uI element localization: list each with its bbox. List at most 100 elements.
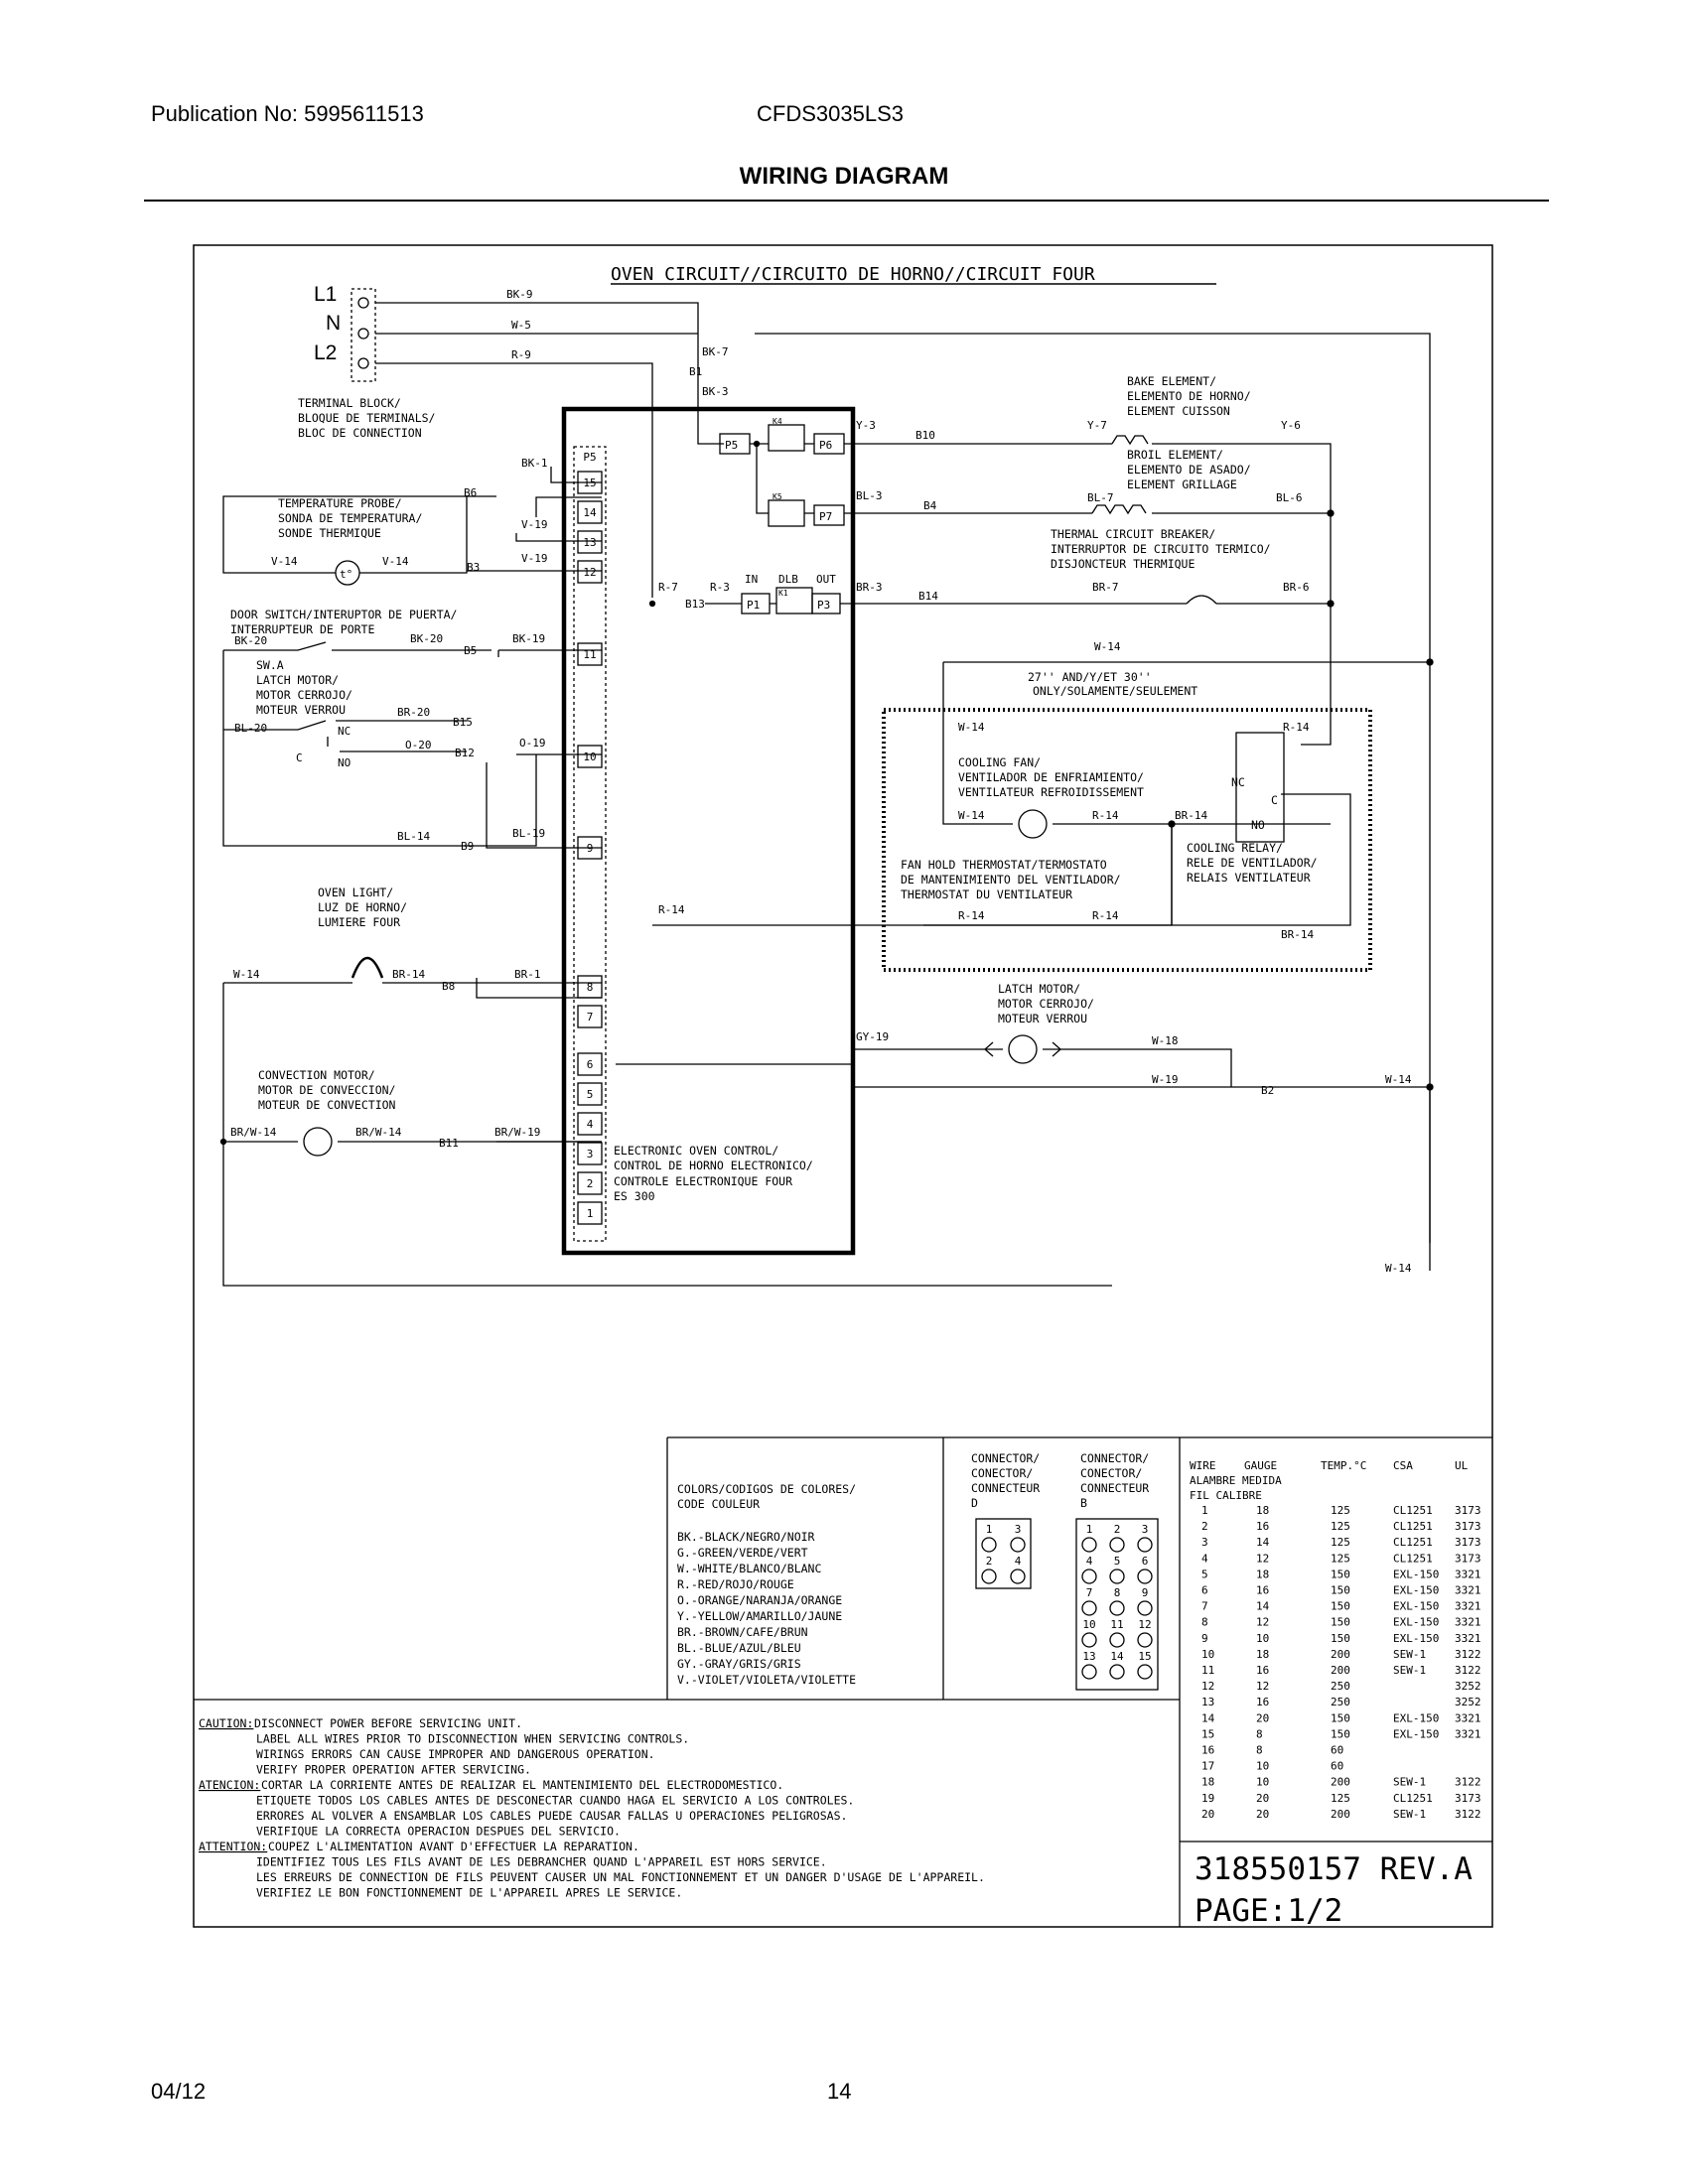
table-cell: 12 [1256, 1552, 1269, 1565]
pin-label: 10 [583, 751, 596, 763]
fan-thermo-label: DE MANTENIMIENTO DEL VENTILADOR/ [901, 873, 1121, 887]
heating-wires [840, 443, 1332, 605]
eoc-label: ES 300 [614, 1189, 655, 1203]
switch-terminal: NO [338, 756, 351, 769]
fan-label: VENTILATEUR REFROIDISSEMENT [958, 785, 1144, 799]
latch-motor-connector [984, 1041, 1061, 1057]
broil-label: ELEMENTO DE ASADO/ [1127, 463, 1251, 477]
table-cell: SEW-1 [1393, 1648, 1426, 1661]
page-title: WIRING DIAGRAM [739, 163, 949, 190]
pin-label: 13 [583, 536, 596, 549]
wire-label: BK-7 [702, 345, 729, 358]
relay-label: P6 [819, 439, 832, 452]
colors-heading: CODE COULEUR [677, 1497, 760, 1511]
latch-motor-label: MOTEUR VERROU [998, 1012, 1087, 1025]
wire-label: B15 [453, 716, 473, 729]
wire-label: BL-19 [512, 827, 545, 840]
table-cell: 6 [1201, 1584, 1208, 1597]
pin-label: 1 [587, 1207, 594, 1220]
connector-d-label: D [971, 1496, 978, 1510]
color-item: G.-GREEN/VERDE/VERT [677, 1546, 808, 1560]
connector-d-label: CONNECTEUR [971, 1481, 1040, 1495]
wire-label: BL-3 [856, 489, 883, 502]
junction-dot [1426, 1083, 1434, 1091]
pin-label: 2 [587, 1177, 594, 1190]
caution-keyword: ATTENTION: [199, 1840, 267, 1853]
wire-label: R-3 [710, 581, 730, 594]
table-cell: 10 [1201, 1648, 1214, 1661]
terminal-screw [357, 297, 369, 309]
temp-probe-label: TEMPERATURE PROBE/ [278, 496, 402, 510]
connector-d-label: CONECTOR/ [971, 1466, 1033, 1480]
eoc-connector [573, 446, 607, 1242]
relay-label: DLB [778, 573, 798, 586]
connector-holes [981, 1537, 1153, 1680]
connector-number: 2 [986, 1555, 993, 1568]
fan-thermo-label: THERMOSTAT DU VENTILATEUR [901, 887, 1072, 901]
table-subheader: ALAMBRE MEDIDA [1190, 1474, 1282, 1487]
terminal-block-label: TERMINAL BLOCK/ [298, 396, 401, 410]
table-cell: 20 [1256, 1808, 1269, 1821]
only-note: 27'' AND/Y/ET 30'' [1028, 670, 1152, 684]
table-cell: 18 [1256, 1504, 1269, 1517]
eoc-left-wires [467, 467, 602, 1143]
table-cell: 3173 [1455, 1536, 1481, 1549]
caution-line: ERRORES AL VOLVER A ENSAMBLAR LOS CABLES… [256, 1809, 847, 1823]
connector-number: 4 [1086, 1555, 1093, 1568]
latch-motor-label: LATCH MOTOR/ [998, 982, 1080, 996]
table-cell: 10 [1256, 1760, 1269, 1773]
connector-number: 4 [1015, 1555, 1022, 1568]
connector-number: 1 [986, 1523, 993, 1536]
wire-label: O-20 [405, 739, 432, 751]
junction-dot [753, 440, 761, 448]
publication-number: Publication No: 5995611513 [151, 101, 424, 126]
relay-label: OUT [816, 573, 836, 586]
bk3-wire [697, 413, 724, 445]
table-cell: CL1251 [1393, 1792, 1433, 1805]
connector-b-label: B [1080, 1496, 1087, 1510]
color-item: BK.-BLACK/NEGRO/NOIR [677, 1530, 815, 1544]
table-cell: EXL-150 [1393, 1568, 1439, 1580]
wire-label: B12 [455, 747, 475, 759]
wire-label: R-14 [958, 909, 985, 922]
table-cell: 7 [1201, 1600, 1208, 1613]
table-cell: 125 [1331, 1552, 1350, 1565]
wire-label: BL-20 [234, 722, 267, 735]
wire-label: W-14 [958, 721, 985, 734]
table-cell: 18 [1256, 1568, 1269, 1580]
fan-wires [942, 662, 1172, 825]
wire-label: GY-19 [856, 1030, 889, 1043]
table-cell: 16 [1256, 1584, 1269, 1597]
caution-keyword: CAUTION: [199, 1716, 253, 1730]
pin-label: 11 [583, 648, 596, 661]
caution-line: COUPEZ L'ALIMENTATION AVANT D'EFFECTUER … [268, 1840, 639, 1853]
terminal-screw [357, 357, 369, 369]
return-neutral [222, 983, 1112, 1287]
connector-number: 13 [1082, 1650, 1095, 1663]
thermal-breaker-icon [1186, 595, 1217, 605]
table-cell: 5 [1201, 1568, 1208, 1580]
table-cell: 150 [1331, 1568, 1350, 1580]
wire-label: BR-1 [514, 968, 541, 981]
switch-terminal: NC [338, 725, 351, 738]
table-cell: 3173 [1455, 1504, 1481, 1517]
table-cell: 125 [1331, 1792, 1350, 1805]
wire-label: Y-3 [856, 419, 876, 432]
connector-d-label: CONNECTOR/ [971, 1451, 1040, 1465]
door-switch-circuit [222, 641, 537, 847]
table-cell: 125 [1331, 1504, 1350, 1517]
table-cell: 150 [1331, 1616, 1350, 1629]
connector-number: 14 [1110, 1650, 1124, 1663]
table-cell: 3173 [1455, 1792, 1481, 1805]
cooling-fan-box [882, 708, 1372, 972]
table-cell: 8 [1201, 1616, 1208, 1629]
caution-line: LES ERREURS DE CONNECTION DE FILS PEUVEN… [256, 1870, 985, 1884]
connector-number: 8 [1114, 1586, 1121, 1599]
latch-motor-wires [853, 1048, 1431, 1271]
table-cell: 13 [1201, 1696, 1214, 1708]
table-cell: 250 [1331, 1696, 1350, 1708]
color-item: V.-VIOLET/VIOLETA/VIOLETTE [677, 1673, 856, 1687]
latch-switch-label: LATCH MOTOR/ [256, 673, 339, 687]
circuit-heading: OVEN CIRCUIT//CIRCUITO DE HORNO//CIRCUIT… [611, 264, 1095, 285]
